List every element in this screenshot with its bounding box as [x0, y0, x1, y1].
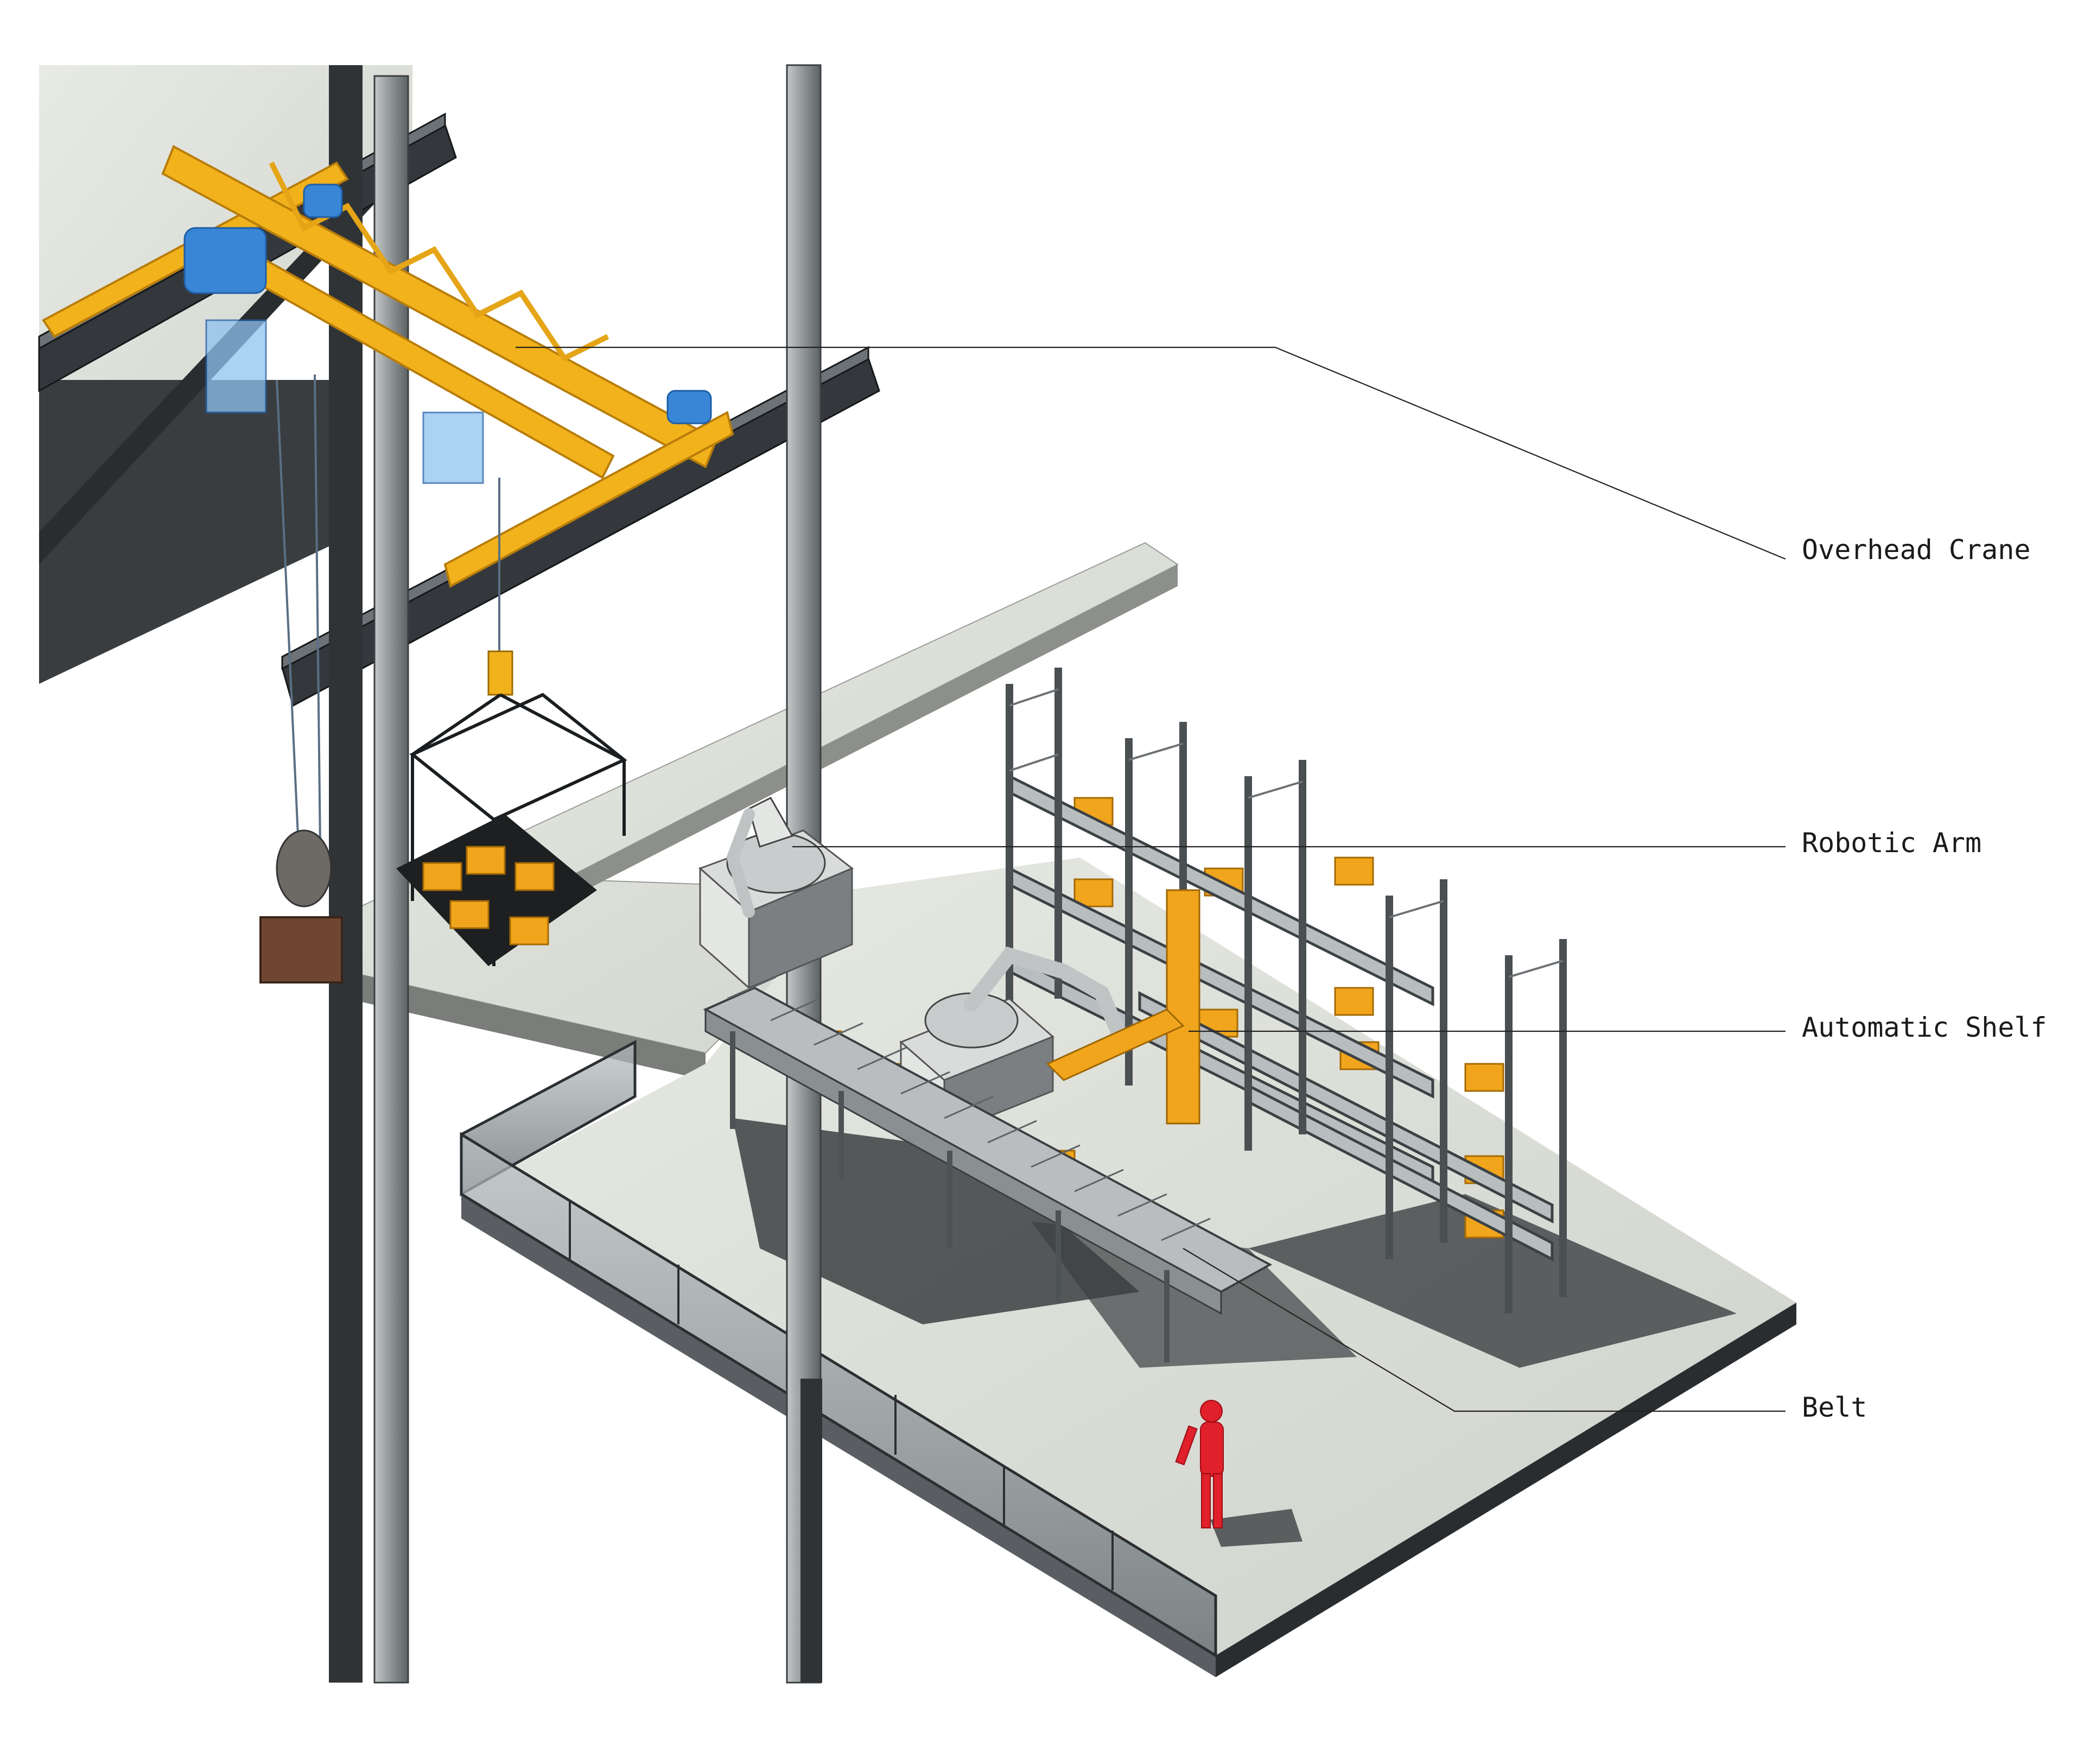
human-figure	[1175, 1400, 1224, 1528]
label-automatic-shelf: Automatic Shelf	[1802, 1012, 2047, 1043]
leader-lines	[516, 346, 1786, 1412]
label-overhead-crane: Overhead Crane	[1802, 534, 2030, 566]
overhead-crane	[42, 145, 734, 983]
label-robotic-arm: Robotic Arm	[1802, 827, 1981, 859]
leader-belt	[1183, 1248, 1786, 1412]
crane-motor-units	[183, 183, 712, 484]
robotic-arm	[698, 797, 1126, 1137]
label-belt: Belt	[1802, 1392, 1867, 1423]
conveyor-belt	[703, 889, 1273, 1362]
leader-overhead-crane	[516, 346, 1786, 560]
labels: Overhead Crane Robotic Arm Automatic She…	[1802, 534, 2047, 1423]
glass-railing	[460, 1039, 1217, 1658]
